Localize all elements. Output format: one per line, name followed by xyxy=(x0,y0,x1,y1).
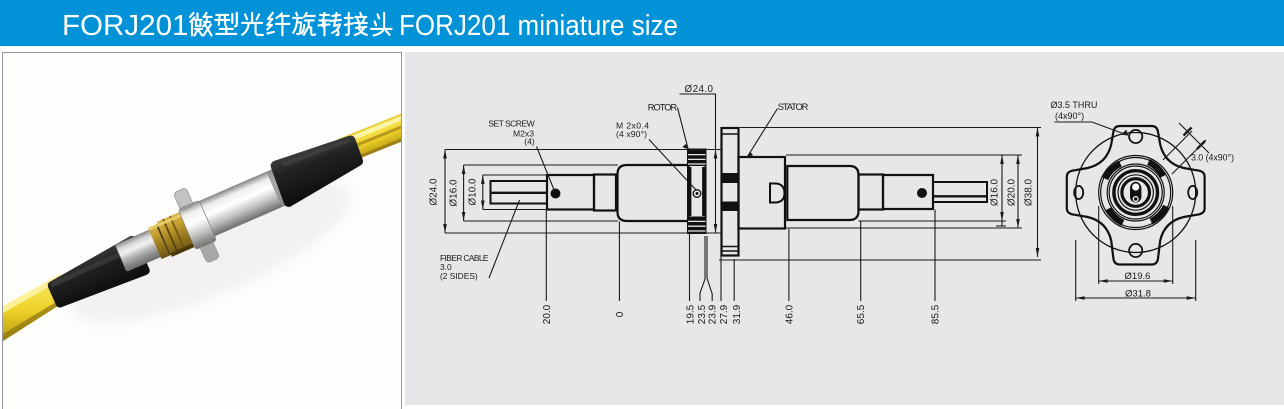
svg-text:27.9: 27.9 xyxy=(719,304,730,324)
svg-text:M 2x0.4: M 2x0.4 xyxy=(616,121,649,131)
svg-text:(2 SIDES): (2 SIDES) xyxy=(440,271,478,281)
svg-text:19.5: 19.5 xyxy=(686,304,697,324)
svg-text:3.0: 3.0 xyxy=(440,262,452,272)
svg-text:(4 x90°): (4 x90°) xyxy=(616,129,647,139)
svg-text:Ø3.5 THRU: Ø3.5 THRU xyxy=(1051,100,1098,110)
svg-text:20.0: 20.0 xyxy=(542,304,553,324)
svg-text:FORJ201: FORJ201 xyxy=(62,10,189,42)
svg-text:M2x3: M2x3 xyxy=(513,129,534,139)
svg-text:31.9: 31.9 xyxy=(732,304,743,324)
svg-text:23.5: 23.5 xyxy=(697,304,708,324)
svg-text:(4): (4) xyxy=(524,137,535,147)
svg-text:Ø38.0: Ø38.0 xyxy=(1024,178,1035,206)
svg-text:ROTOR: ROTOR xyxy=(648,103,678,113)
svg-text:23.9: 23.9 xyxy=(708,304,719,324)
svg-text:SET SCREW: SET SCREW xyxy=(488,119,535,129)
svg-text:Ø16.0: Ø16.0 xyxy=(449,179,460,207)
svg-text:STATOR: STATOR xyxy=(778,102,809,112)
svg-text:Ø10.0: Ø10.0 xyxy=(468,178,479,206)
svg-text:Ø16.0: Ø16.0 xyxy=(990,178,1001,206)
svg-text:FIBER CABLE: FIBER CABLE xyxy=(440,253,489,263)
svg-text:46.0: 46.0 xyxy=(784,304,795,324)
svg-text:3.0 (4x90°): 3.0 (4x90°) xyxy=(1191,153,1234,163)
svg-text:(4x90°): (4x90°) xyxy=(1055,111,1084,121)
svg-text:Ø19.6: Ø19.6 xyxy=(1125,271,1151,282)
svg-text:65.5: 65.5 xyxy=(856,304,867,324)
svg-text:Ø24.0: Ø24.0 xyxy=(429,178,440,206)
svg-text:Ø24.0: Ø24.0 xyxy=(685,84,714,95)
svg-text:0: 0 xyxy=(615,311,626,317)
svg-text:85.5: 85.5 xyxy=(931,304,942,324)
svg-text:FORJ201 miniature size: FORJ201 miniature size xyxy=(399,10,678,42)
svg-text:Ø31.8: Ø31.8 xyxy=(1125,289,1151,300)
svg-text:Ø20.0: Ø20.0 xyxy=(1007,178,1018,206)
